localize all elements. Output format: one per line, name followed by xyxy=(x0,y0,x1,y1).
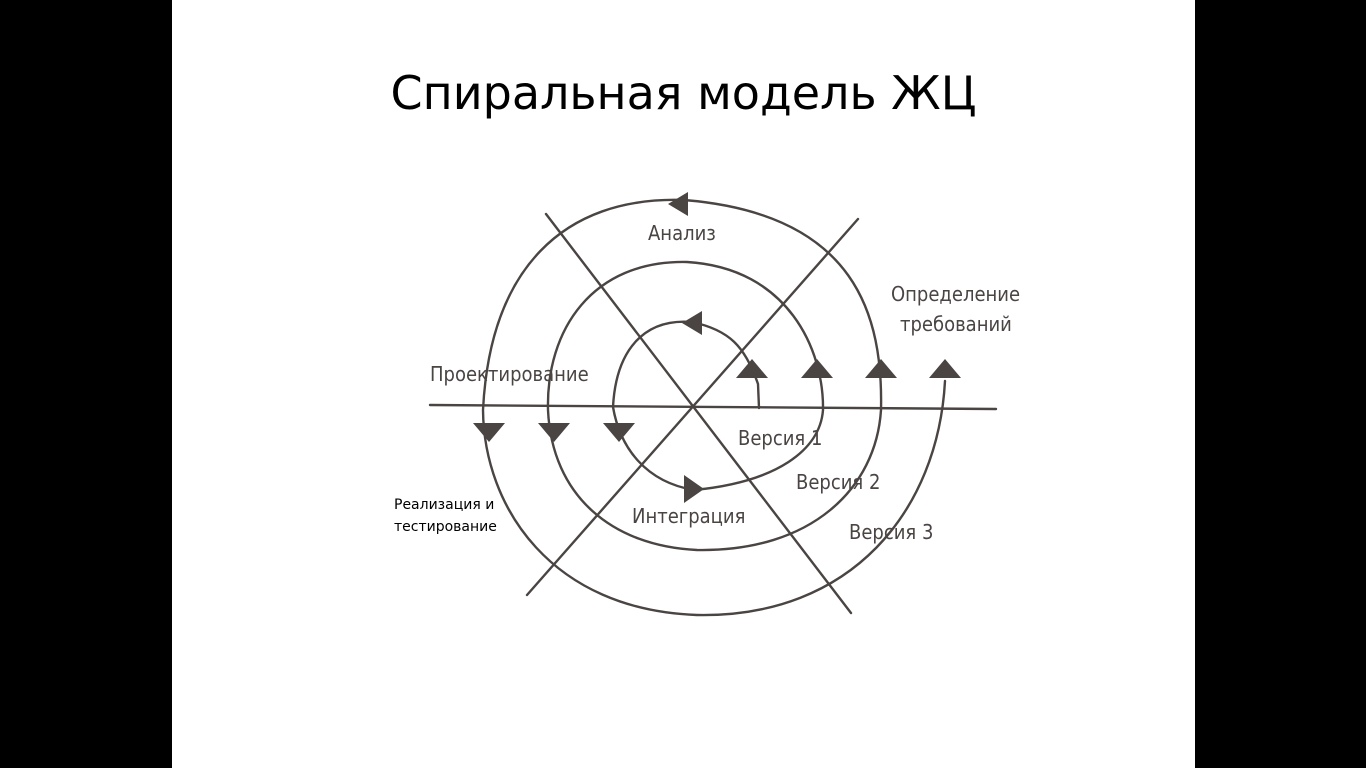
label-analysis: Анализ xyxy=(648,221,716,245)
label-implementation-line1: Реализация и xyxy=(394,497,494,513)
arrow-right-bottom xyxy=(684,475,704,503)
arrow-down-2 xyxy=(538,423,570,442)
label-implementation-line2: тестирование xyxy=(394,519,497,535)
arrow-left-inner xyxy=(682,311,702,335)
arrow-up-4 xyxy=(929,359,961,378)
spiral-turn-1 xyxy=(611,320,761,492)
label-requirements-line2: требований xyxy=(900,312,1012,336)
arrow-up-1 xyxy=(736,359,768,378)
arrow-down-1 xyxy=(473,423,505,442)
label-integration: Интеграция xyxy=(632,504,745,528)
arrow-up-3 xyxy=(865,359,897,378)
label-design: Проектирование xyxy=(430,362,589,386)
slide-title: Спиральная модель ЖЦ xyxy=(390,66,977,120)
diagonal-axis-2 xyxy=(525,217,860,597)
diagonal-axis-1 xyxy=(544,212,853,615)
label-version-1: Версия 1 xyxy=(738,426,822,450)
slide: Спиральная модель ЖЦ А xyxy=(172,0,1195,768)
arrow-up-2 xyxy=(801,359,833,378)
arrow-left-outer xyxy=(668,192,688,216)
label-version-3: Версия 3 xyxy=(849,520,933,544)
label-version-2: Версия 2 xyxy=(796,470,880,494)
spiral-turn-outer xyxy=(481,198,947,617)
horizontal-axis xyxy=(428,403,998,411)
spiral-model-diagram: Анализ Определение требований Проектиров… xyxy=(394,192,1020,617)
arrow-down-3 xyxy=(603,423,635,442)
label-requirements-line1: Определение xyxy=(891,282,1020,306)
